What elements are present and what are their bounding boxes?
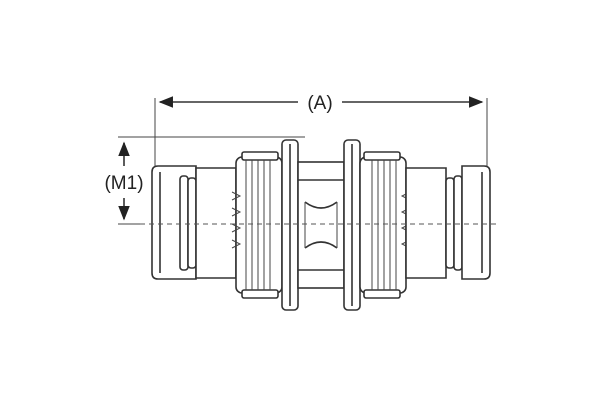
left-flange [281,139,299,311]
center-hex [297,161,345,289]
right-pipe-end [405,165,491,280]
left-thread-body [231,151,283,299]
dimension-m1-label: (M1) [104,173,143,194]
dimension-a-label: (A) [307,93,332,114]
right-flange [343,139,361,311]
left-pipe-end [151,165,237,280]
right-thread-body [359,151,411,299]
dimension-m1: (M1) [104,136,305,225]
dimension-a: (A) [154,93,488,228]
